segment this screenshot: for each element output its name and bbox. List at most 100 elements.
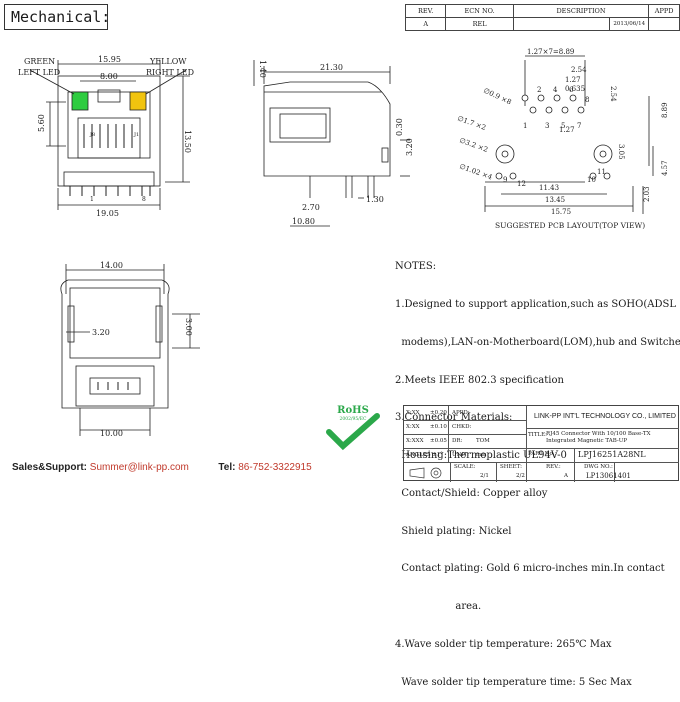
title-val: RJ45 Connector With 10/100 Base-TX Integ… — [546, 431, 651, 444]
yellow-led-label: YELLOW — [149, 57, 187, 66]
company-name: LINK-PP INT'L TECHNOLOGY CO., LIMITED — [534, 413, 676, 420]
scale-label: SCALE: — [454, 464, 476, 470]
pcb-pin-bottom-1: 1 — [523, 122, 527, 130]
dr-val: TOM — [476, 438, 490, 444]
pcb-hole-d: ∅1.02 ×4 — [458, 162, 493, 181]
right-led-label: RIGHT LED — [146, 68, 194, 77]
tol-xxx: X:XXX — [406, 438, 424, 444]
title-block: X:XX ±0.20 X:XX ±0.10 X:XXX ±0.05 ANGLES… — [403, 405, 679, 482]
angles-val: ±1° — [432, 452, 443, 458]
dim-side-c: 2.70 — [302, 203, 320, 212]
unit-val: mm — [476, 452, 487, 458]
pcb-dim-e: 1.27 — [559, 126, 575, 134]
green-led-label: GREEN — [24, 57, 55, 66]
pcb-hole-b: ∅1.7 ×2 — [456, 114, 487, 132]
appd-label: APPD: — [452, 410, 470, 416]
dim-side-b: 3.20 — [405, 138, 414, 156]
sheet-label: SHEET: — [500, 464, 522, 470]
pcb-dim-15: 15.75 — [551, 208, 571, 216]
chkd-label: CHKD: — [452, 424, 472, 430]
tol-xx: X:XX — [406, 424, 420, 430]
unit-label: UNIT: — [452, 452, 469, 458]
pcb-led-pin-9: 9 — [503, 176, 507, 184]
dim-bottom-left: 3.20 — [92, 328, 110, 337]
pcb-dim-b: 1.27 — [565, 76, 581, 84]
ecn-header: ECN NO. — [445, 4, 514, 18]
tol-x-val: ±0.20 — [430, 410, 447, 416]
title-label: TITLE: — [528, 432, 548, 438]
pcb-pin-top-2: 2 — [537, 86, 541, 94]
front-view-labels: GREEN LEFT LED YELLOW RIGHT LED 15.95 8.… — [18, 55, 194, 218]
appd-header: APPD — [648, 4, 680, 18]
rohs-logo: RoHS 2002/95/EC — [326, 405, 380, 451]
sheet-val: 2/2 — [516, 473, 525, 479]
dim-side-top: 21.30 — [320, 63, 343, 72]
dr-label: DR: — [452, 438, 463, 444]
dim-bottom-right: 3.00 — [184, 318, 193, 336]
appd-cell — [648, 17, 680, 31]
sales-label: Sales&Support: — [12, 462, 88, 473]
rohs-label: RoHS — [337, 405, 369, 416]
section-title: Mechanical: — [4, 4, 110, 30]
pcb-led-pin-10: 10 — [587, 176, 596, 184]
note-line: Contact/Shield: Copper alloy — [395, 487, 548, 499]
note-line: 3.Connector Materials: — [395, 412, 513, 424]
left-led-label: LEFT LED — [18, 68, 60, 77]
tol-xxx-val: ±0.05 — [430, 438, 447, 444]
tol-x: X:XX — [406, 410, 420, 416]
dim-front-height: 13.50 — [183, 130, 192, 153]
dim-side-left: 1.40 — [258, 60, 267, 78]
pcb-caption: SUGGESTED PCB LAYOUT(TOP VIEW) — [495, 221, 645, 230]
dim-side-d: 1.30 — [366, 195, 384, 204]
angles-label: ANGLES — [406, 452, 431, 458]
tel-label: Tel: — [218, 462, 236, 473]
pcb-led-pin-12: 12 — [517, 180, 526, 188]
pcb-dim-g: 3.05 — [617, 144, 625, 160]
pcb-dim-a: 2.54 — [571, 66, 587, 74]
pcb-dim-h: 4.57 — [661, 160, 669, 176]
pcb-pin-bottom-7: 7 — [577, 122, 581, 130]
pcb-led-pin-11: 11 — [597, 168, 606, 176]
date-cell: 2013/06/14 — [609, 17, 650, 31]
dim-side-a: 0.30 — [395, 118, 404, 136]
front-view-drawing — [29, 60, 190, 210]
pcb-pin-top-6: 6 — [569, 86, 574, 94]
tel-value: 86-752-3322915 — [238, 462, 312, 473]
projection-symbol-icon — [409, 467, 442, 479]
email-link[interactable]: Summer@link-pp.com — [89, 462, 189, 473]
dim-bottom-top: 14.00 — [100, 261, 123, 270]
j1-label: J1 — [133, 132, 139, 138]
bottom-view-drawing — [60, 264, 200, 436]
pcb-dim-i: 2.03 — [643, 186, 651, 202]
rev-label: REV.: — [546, 464, 561, 470]
note-line: Shield plating: Nickel — [395, 525, 512, 537]
dim-front-left: 5.60 — [37, 114, 46, 132]
ecn-cell: REL — [445, 17, 514, 31]
dim-front-top: 15.95 — [98, 55, 121, 64]
pin-8-label: 8 — [142, 196, 146, 203]
pin-1-label: 1 — [90, 196, 94, 203]
pcb-pin-bottom-5: 5 — [561, 122, 565, 130]
rev-cell: A — [404, 17, 447, 31]
dwg-val: LP13061401 — [586, 472, 631, 480]
pcb-dim-top: 1.27×7=8.89 — [527, 48, 574, 56]
pcb-pin-top-4: 4 — [553, 86, 558, 94]
note-line: Housing:Thermoplastic UL94V-0 — [395, 450, 567, 462]
revision-table: REV. ECN NO. DESCRIPTION APPD A REL 2013… — [404, 4, 680, 31]
pcb-hole-a: ∅0.9 ×8 — [482, 87, 512, 107]
j8-label: J8 — [89, 132, 95, 138]
note-line: area. — [395, 601, 482, 613]
rev-val: A — [564, 473, 568, 479]
pcb-pin-bottom-3: 3 — [545, 122, 549, 130]
pcb-dim-c: 0.635 — [565, 85, 585, 93]
bottom-view-labels: 14.00 3.20 3.00 10.00 — [92, 261, 193, 438]
pcb-hole-c: ∅3.2 ×2 — [458, 136, 489, 154]
dim-bottom-bottom: 10.00 — [100, 429, 123, 438]
footer-contact: Sales&Support: Summer@link-pp.com Tel: 8… — [12, 462, 312, 473]
description-header: DESCRIPTION — [512, 4, 650, 18]
dwg-label: DWG NO.: — [584, 464, 613, 470]
side-view-drawing — [253, 60, 410, 227]
pcb-pin-top-8: 8 — [585, 96, 589, 104]
dim-front-bottom: 19.05 — [96, 209, 119, 218]
check-icon — [326, 413, 380, 451]
